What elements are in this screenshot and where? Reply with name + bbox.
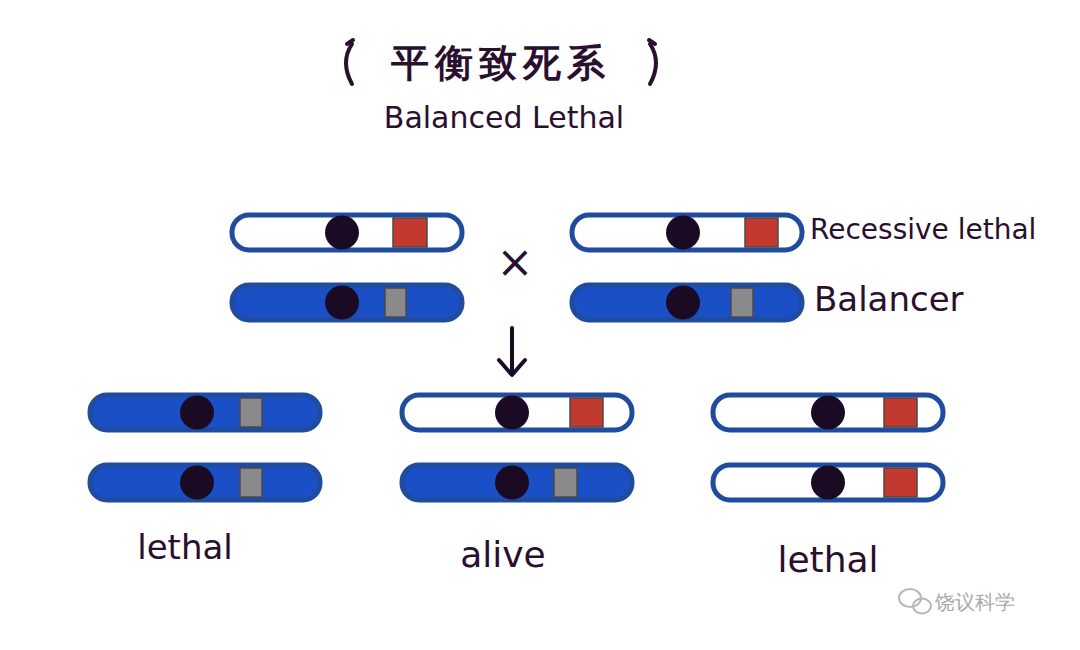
subtitle: Balanced Lethal xyxy=(384,101,624,136)
title: 平衡致死系 xyxy=(391,42,611,86)
balancer-chromosome xyxy=(402,465,632,500)
genotype-outcome: lethal xyxy=(777,539,878,580)
balancer-chromosome xyxy=(572,285,802,320)
genotype-outcome: lethal xyxy=(137,528,233,567)
recessive-lethal-chromosome xyxy=(713,395,943,430)
recessive-lethal-chromosome xyxy=(713,465,943,500)
chromosome-label: Balancer xyxy=(814,280,964,319)
recessive-lethal-chromosome xyxy=(232,215,462,250)
chromosome-label: Recessive lethal xyxy=(810,214,1036,246)
balancer-chromosome xyxy=(90,395,320,430)
recessive-lethal-chromosome xyxy=(572,215,802,250)
recessive-lethal-chromosome xyxy=(402,395,632,430)
cross-sign: × xyxy=(497,237,534,288)
watermark-icon xyxy=(899,589,931,614)
balancer-chromosome xyxy=(232,285,462,320)
genotype-outcome: alive xyxy=(460,534,546,575)
watermark: 饶议科学 xyxy=(935,591,1015,614)
down-arrow xyxy=(499,328,525,375)
balancer-chromosome xyxy=(90,465,320,500)
